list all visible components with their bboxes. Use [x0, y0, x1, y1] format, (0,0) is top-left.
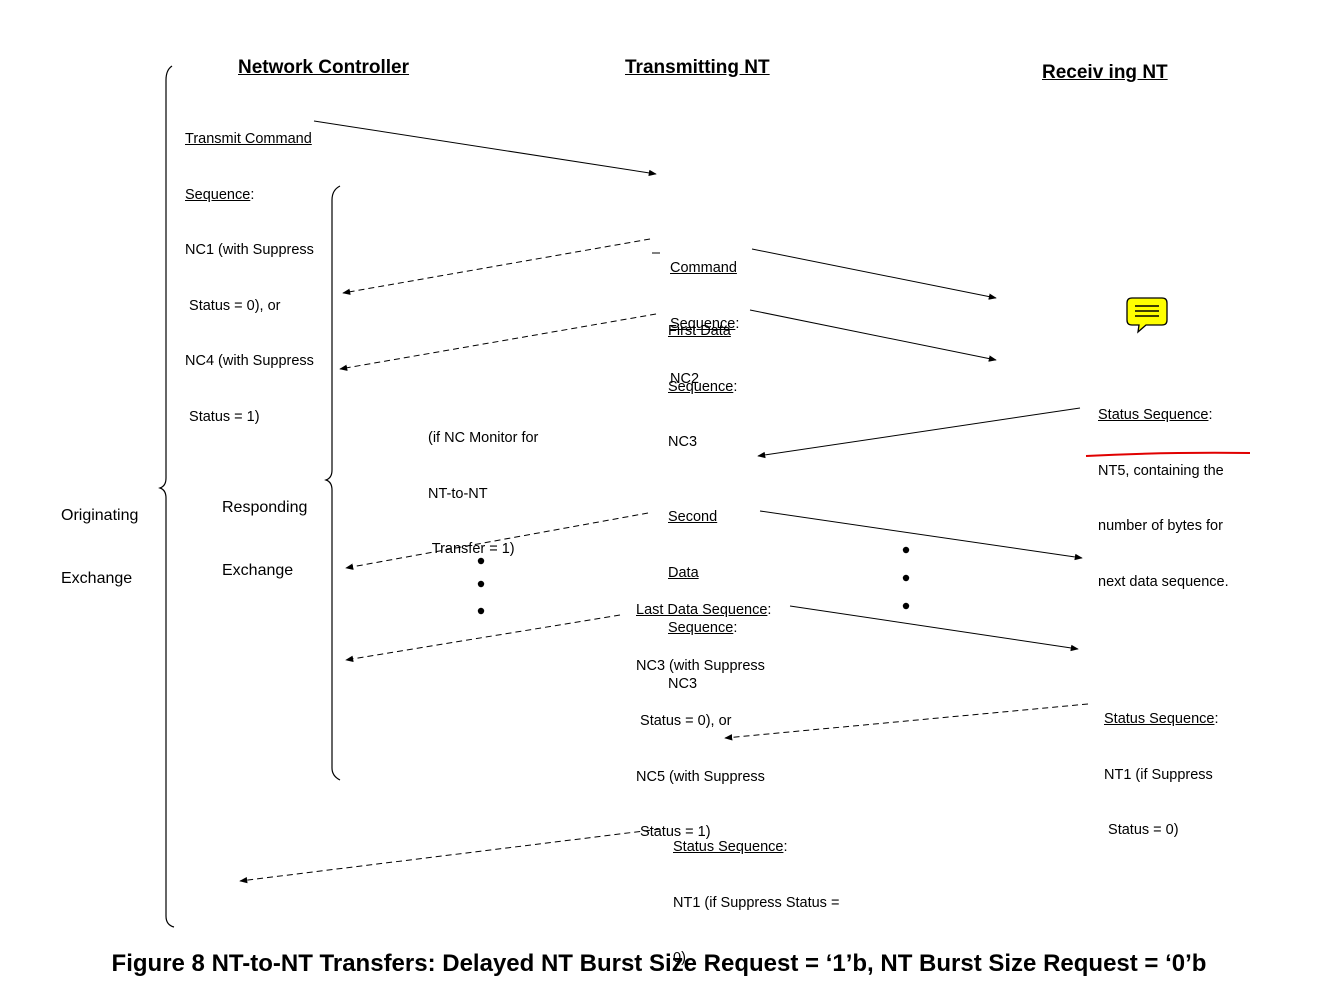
- originating-exchange-label: Originating Exchange: [61, 507, 139, 587]
- ellipsis-dot: [902, 574, 910, 582]
- header-transmitting-nt: Transmitting NT: [625, 57, 770, 78]
- monitor-note: (if NC Monitor for NT-to-NT Transfer = 1…: [428, 430, 539, 557]
- arrow-last-data: [789, 605, 1079, 652]
- dashed-arrow-status-nt1-receiver: [724, 703, 1089, 741]
- first-data-label: First Data Sequence: NC3: [668, 323, 738, 450]
- transmit-command-label: Transmit Command Sequence: NC1 (with Sup…: [185, 131, 314, 425]
- arrow-command-sequence: [751, 248, 997, 300]
- responding-exchange-label: Responding Exchange: [222, 499, 308, 579]
- responding-exchange-brace: [324, 185, 341, 781]
- dashed-arrow-command-monitor: [342, 238, 651, 295]
- last-data-label: Last Data Sequence: NC3 (with Suppress S…: [636, 602, 772, 840]
- arrow-status-nt5: [757, 407, 1081, 459]
- dashed-arrow-first-data-monitor: [339, 313, 657, 371]
- ellipsis-dot: [902, 546, 910, 554]
- status-nt5-label: Status Sequence: NT5, containing the num…: [1098, 407, 1229, 590]
- comment-icon[interactable]: [1126, 297, 1168, 334]
- command-sequence-label: Command Sequence: NC2: [670, 260, 740, 387]
- ellipsis-dot: [477, 557, 485, 565]
- ellipsis-dot: [902, 602, 910, 610]
- header-network-controller: Network Controller: [238, 57, 410, 78]
- second-data-label: Second Data Sequence: NC3: [668, 509, 738, 692]
- arrow-second-data: [759, 510, 1083, 561]
- dashed-arrow-second-data-monitor: [345, 512, 649, 570]
- ellipsis-dot: [477, 580, 485, 588]
- header-receiving-nt: Receiv ing NT: [1042, 62, 1168, 83]
- arrow-transmit-command: [313, 120, 657, 177]
- originating-exchange-brace: [158, 65, 175, 928]
- arrow-first-data: [749, 309, 997, 362]
- status-nt1-receiver-label: Status Sequence: NT1 (if Suppress Status…: [1104, 711, 1219, 838]
- dashed-arrow-status-nt1-transmitter: [239, 828, 661, 884]
- dashed-arrow-last-data-monitor: [345, 614, 621, 662]
- ellipsis-dot: [477, 607, 485, 615]
- figure-caption: Figure 8 NT-to-NT Transfers: Delayed NT …: [111, 950, 1207, 977]
- red-underline-mark: [1085, 451, 1251, 457]
- status-nt1-transmitter-label: Status Sequence: NT1 (if Suppress Status…: [673, 839, 840, 966]
